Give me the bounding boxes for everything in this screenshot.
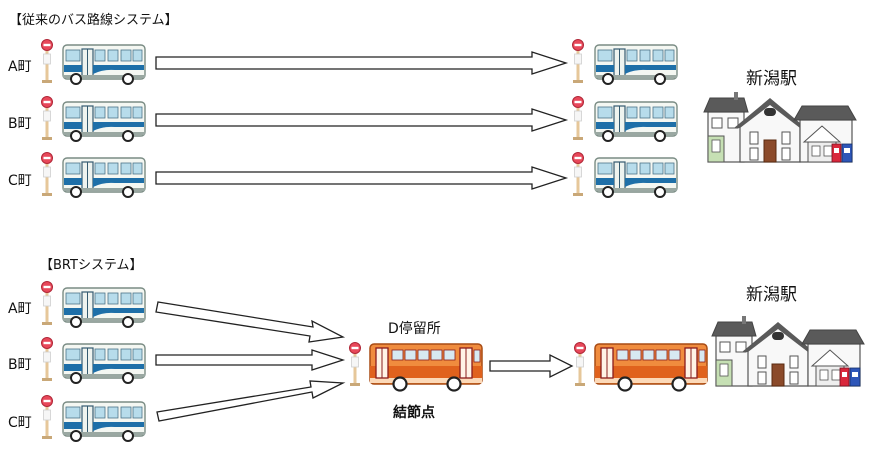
brt-feeder-arrow-c <box>156 380 346 422</box>
hub-bus-stop-icon <box>349 342 361 387</box>
brt-bus-stop-a-icon <box>41 281 53 326</box>
brt-station-name: 新潟駅 <box>746 285 797 305</box>
conv-dest-bus-c-icon <box>594 157 678 198</box>
brt-feeder-arrow-b <box>155 349 346 371</box>
conv-route-arrow-b <box>155 108 567 132</box>
brt-bus-stop-c-icon <box>41 395 53 440</box>
brt-trunk-arrow <box>489 353 574 379</box>
brt-trunk-bus-icon <box>593 342 709 392</box>
conv-dest-bus-a-icon <box>594 44 678 85</box>
conv-town-a-label: A町 <box>8 59 32 75</box>
conv-dest-bus-b-icon <box>594 101 678 142</box>
brt-feeder-arrow-a <box>155 301 346 343</box>
conv-bus-c-icon <box>62 157 146 198</box>
brt-niigata-station-icon <box>711 315 865 387</box>
conv-route-arrow-c <box>155 166 567 190</box>
hub-brt-bus-icon <box>368 342 484 392</box>
hub-label: 結節点 <box>393 405 435 421</box>
brt-town-c-label: C町 <box>8 415 32 431</box>
conv-bus-b-icon <box>62 101 146 142</box>
brt-feeder-bus-c-icon <box>62 401 146 442</box>
conv-niigata-station-icon <box>703 91 857 163</box>
brt-dest-stop-icon <box>574 342 586 387</box>
brt-town-b-label: B町 <box>8 357 32 373</box>
conv-bus-stop-b-icon <box>41 96 53 141</box>
conv-bus-a-icon <box>62 44 146 85</box>
conv-bus-stop-c-icon <box>41 152 53 197</box>
brt-title: 【BRTシステム】 <box>40 258 143 273</box>
conventional-title: 【従来のバス路線システム】 <box>9 13 178 28</box>
hub-stop-name: D停留所 <box>388 321 441 337</box>
conv-town-b-label: B町 <box>8 116 32 132</box>
brt-feeder-bus-b-icon <box>62 343 146 384</box>
conv-dest-stop-b-icon <box>572 96 584 141</box>
brt-bus-stop-b-icon <box>41 337 53 382</box>
conv-town-c-label: C町 <box>8 173 32 189</box>
conv-dest-stop-c-icon <box>572 152 584 197</box>
brt-town-a-label: A町 <box>8 301 32 317</box>
brt-feeder-bus-a-icon <box>62 287 146 328</box>
conv-route-arrow-a <box>155 51 567 75</box>
conv-dest-stop-a-icon <box>572 39 584 84</box>
conv-station-name: 新潟駅 <box>746 69 797 89</box>
conv-bus-stop-a-icon <box>41 39 53 84</box>
